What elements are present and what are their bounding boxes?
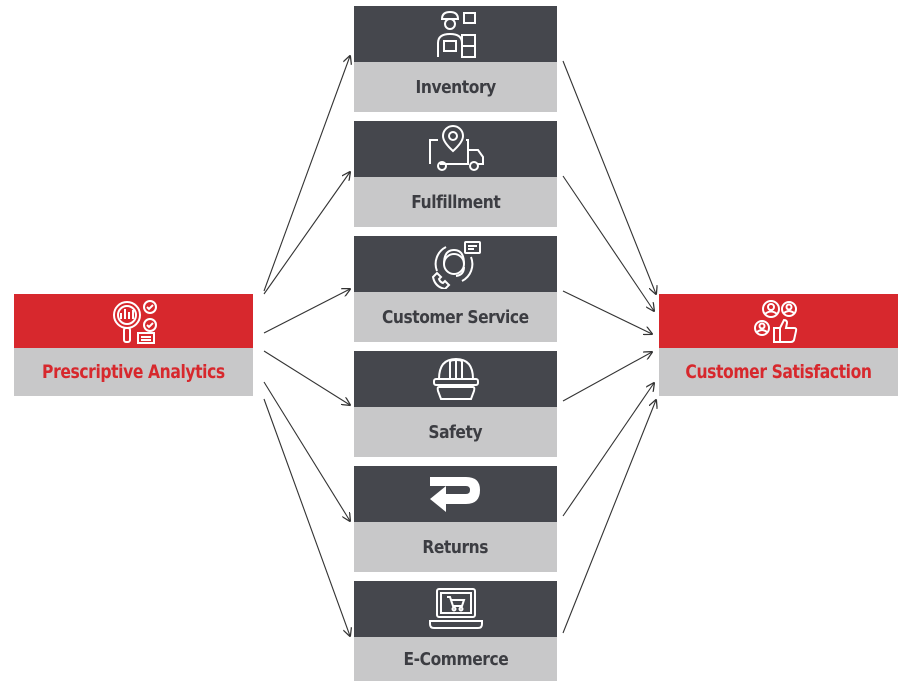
area-label: Safety <box>428 421 483 443</box>
area-card-inventory: Inventory <box>354 6 557 112</box>
area-label: E-Commerce <box>403 648 508 670</box>
return-arrow-icon <box>429 477 480 512</box>
arrow-customer-service-to-target <box>562 290 652 334</box>
target-card-footer: Customer Satisfaction <box>659 348 898 396</box>
arrow-source-to-fulfillment <box>263 172 350 295</box>
worker-boxes-icon <box>436 10 476 58</box>
area-card-header <box>354 581 557 637</box>
source-card-header <box>14 294 253 348</box>
area-label: Returns <box>422 536 489 558</box>
area-label: Customer Service <box>382 306 529 328</box>
arrow-source-to-ecommerce <box>263 398 350 636</box>
area-card-header <box>354 351 557 407</box>
target-card-header <box>659 294 898 348</box>
hard-hat-icon <box>432 357 479 400</box>
area-card-footer: Customer Service <box>354 292 557 342</box>
area-label: Inventory <box>415 76 496 98</box>
target-card: Customer Satisfaction <box>659 294 898 396</box>
delivery-truck-icon <box>428 125 484 171</box>
support-headset-icon <box>431 241 481 289</box>
area-card-footer: Inventory <box>354 62 557 112</box>
customer-thumbs-up-icon <box>753 300 797 343</box>
area-card-ecommerce: E-Commerce <box>354 581 557 681</box>
area-card-footer: E-Commerce <box>354 637 557 681</box>
arrow-safety-to-target <box>562 352 652 402</box>
source-card: Prescriptive Analytics <box>14 294 253 396</box>
arrow-source-to-customer-service <box>263 289 350 334</box>
arrow-returns-to-target <box>562 383 654 517</box>
arrow-source-to-inventory <box>263 56 350 292</box>
arrow-ecommerce-to-target <box>562 400 656 634</box>
area-card-customer-service: Customer Service <box>354 236 557 342</box>
analytics-magnifier-icon <box>112 300 157 344</box>
area-card-header <box>354 236 557 292</box>
arrow-source-to-safety <box>263 350 350 405</box>
target-label: Customer Satisfaction <box>685 361 872 383</box>
area-card-fulfillment: Fulfillment <box>354 121 557 227</box>
laptop-cart-icon <box>428 588 483 629</box>
area-card-footer: Fulfillment <box>354 177 557 227</box>
area-card-footer: Returns <box>354 522 557 572</box>
area-card-header <box>354 121 557 177</box>
source-card-footer: Prescriptive Analytics <box>14 348 253 396</box>
arrow-inventory-to-target <box>562 60 656 294</box>
arrow-fulfillment-to-target <box>562 175 654 311</box>
area-card-header <box>354 466 557 522</box>
area-card-safety: Safety <box>354 351 557 457</box>
area-card-header <box>354 6 557 62</box>
arrow-source-to-returns <box>263 381 350 521</box>
area-card-footer: Safety <box>354 407 557 457</box>
area-label: Fulfillment <box>410 191 501 213</box>
source-label: Prescriptive Analytics <box>42 361 225 383</box>
area-card-returns: Returns <box>354 466 557 572</box>
